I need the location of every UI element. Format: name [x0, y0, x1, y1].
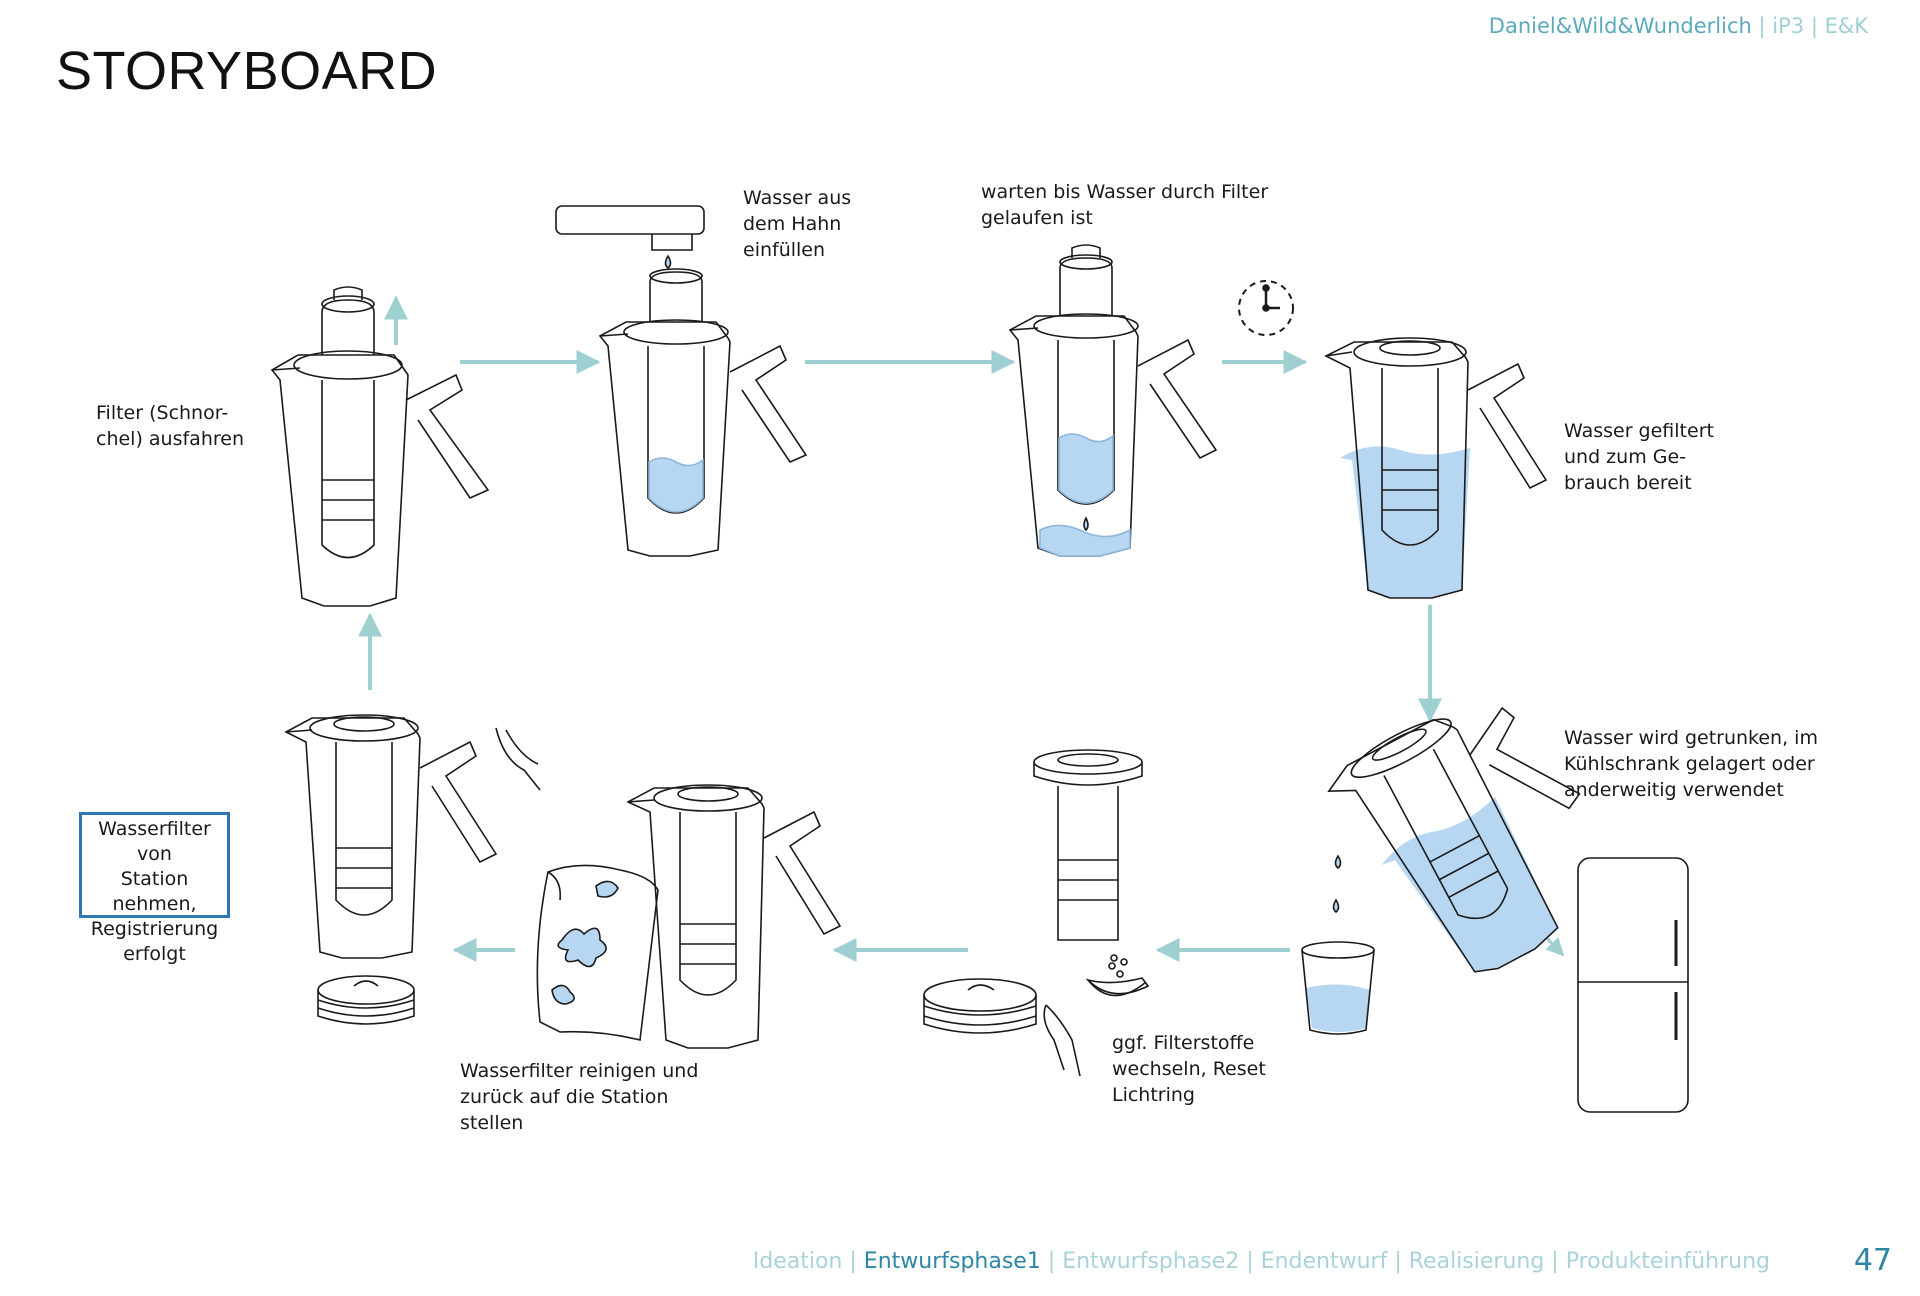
filter-station-disc-icon	[923, 978, 1037, 1034]
timer-clock-icon	[1238, 280, 1294, 336]
brand-separator: |	[1804, 14, 1825, 38]
step-label-use-water: Wasser wird getrunken, im Kühlschrank ge…	[1564, 727, 1818, 801]
nav-separator: |	[1239, 1249, 1261, 1274]
jug-filter-extended-icon	[270, 286, 490, 607]
nav-item-ideation[interactable]: Ideation	[752, 1249, 843, 1274]
filter-cartridge-icon	[1033, 749, 1143, 941]
jug-on-station-icon	[284, 714, 541, 959]
brand-header: Daniel&Wild&Wunderlich | iP3 | E&K	[1489, 14, 1868, 38]
brand-name: Daniel&Wild&Wunderlich	[1488, 14, 1752, 38]
footer-phase-nav: Ideation | Entwurfsphase1 | Entwurfsphas…	[753, 1249, 1770, 1274]
hand-icon	[1043, 1004, 1081, 1077]
nav-item-realisierung[interactable]: Realisierung	[1408, 1249, 1545, 1274]
nav-separator: |	[842, 1249, 864, 1274]
nav-item-endentwurf[interactable]: Endentwurf	[1260, 1249, 1388, 1274]
nav-separator: |	[1544, 1249, 1566, 1274]
step-label-change-filter: ggf. Filterstoffe wechseln, Reset Lichtr…	[1112, 1032, 1266, 1106]
flow-arrows	[358, 295, 1565, 962]
filter-material-bowl-icon	[1085, 954, 1150, 997]
nav-separator: |	[1040, 1249, 1063, 1274]
nav-item-produkteinfuehrung[interactable]: Produkteinführung	[1565, 1249, 1770, 1274]
step-label-clean-filter: Wasserfilter reinigen und zurück auf die…	[460, 1060, 699, 1134]
nav-separator: |	[1387, 1249, 1409, 1274]
nav-item-entwurfsphase2[interactable]: Entwurfsphase2	[1062, 1249, 1240, 1274]
water-tap-icon	[555, 205, 705, 270]
jug-pouring-icon	[1327, 706, 1581, 973]
brand-course: iP3	[1772, 14, 1805, 38]
cleaning-cloth-icon	[536, 864, 659, 1041]
jug-filtering-icon	[1008, 244, 1218, 557]
drinking-glass-icon	[1301, 941, 1375, 1035]
brand-dept: E&K	[1824, 14, 1868, 38]
page-title: STORYBOARD	[56, 41, 438, 101]
refrigerator-icon	[1577, 857, 1689, 1113]
jug-clean-icon	[626, 784, 842, 1049]
jug-filtered-icon	[1324, 337, 1548, 599]
step-label-extend-filter: Filter (Schnor- chel) ausfahren	[96, 402, 244, 450]
step-label-wait-filter: warten bis Wasser durch Filter gelaufen …	[981, 181, 1269, 229]
page-number: 47	[1853, 1243, 1892, 1278]
nav-item-entwurfsphase1[interactable]: Entwurfsphase1	[863, 1249, 1041, 1274]
step-label-remove-filter: Wasserfilter von Station nehmen, Registr…	[79, 812, 230, 965]
water-drops-icon	[1332, 854, 1342, 914]
step-label-fill-water: Wasser aus dem Hahn einfüllen	[743, 187, 852, 261]
step-label-filtered: Wasser gefiltert und zum Ge- brauch bere…	[1564, 420, 1714, 494]
station-disc-icon	[317, 975, 415, 1025]
brand-separator: |	[1751, 14, 1773, 38]
jug-filling-icon	[598, 268, 808, 557]
